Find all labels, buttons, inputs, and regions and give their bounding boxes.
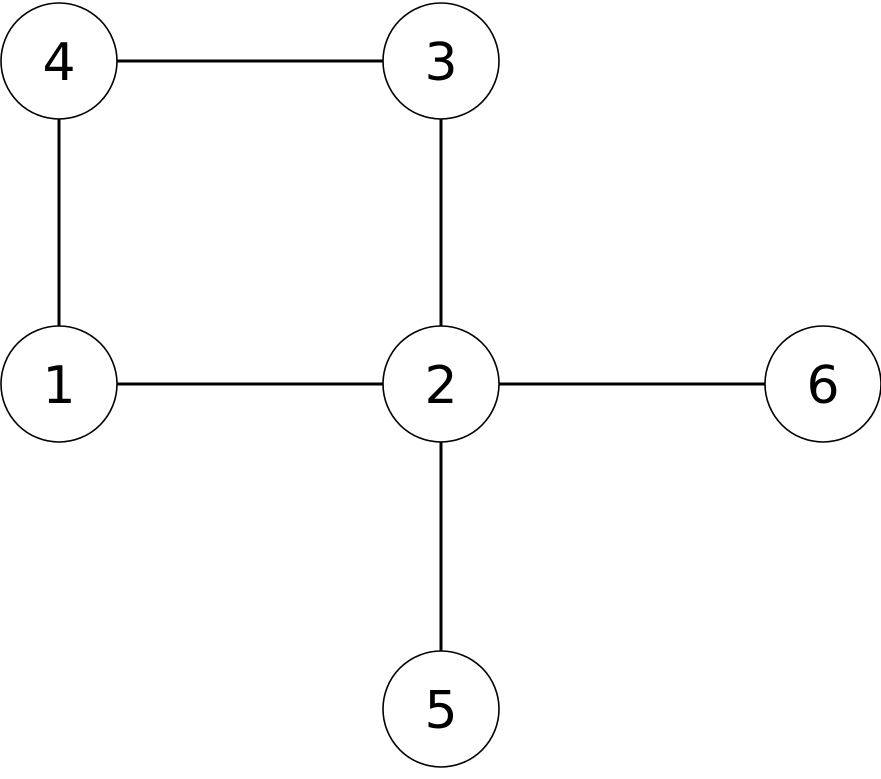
node-circle <box>0 2 118 120</box>
node-label: 3 <box>424 33 457 93</box>
node-label: 2 <box>424 356 457 416</box>
node-3: 3 <box>382 2 500 120</box>
node-label: 1 <box>42 356 75 416</box>
node-circle <box>764 325 881 443</box>
node-6: 6 <box>764 325 881 443</box>
node-label: 4 <box>42 33 75 93</box>
node-circle <box>382 2 500 120</box>
node-circle <box>382 325 500 443</box>
node-5: 5 <box>382 650 500 768</box>
node-circle <box>382 650 500 768</box>
node-label: 6 <box>806 356 839 416</box>
node-label: 5 <box>424 681 457 741</box>
node-4: 4 <box>0 2 118 120</box>
node-1: 1 <box>0 325 118 443</box>
node-circle <box>0 325 118 443</box>
node-2: 2 <box>382 325 500 443</box>
